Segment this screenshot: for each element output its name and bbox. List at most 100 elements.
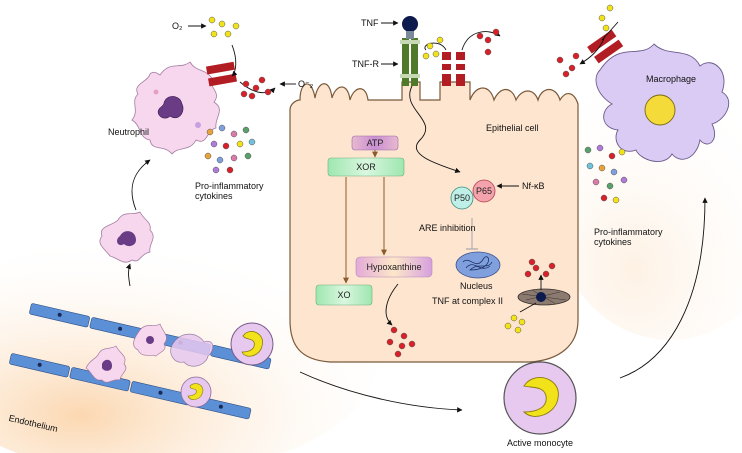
ros-particle bbox=[524, 270, 532, 278]
cytokine-dot bbox=[216, 156, 224, 164]
ros-particle bbox=[542, 270, 550, 278]
nfkb-label: Nf-κB bbox=[522, 181, 545, 191]
ros-particle bbox=[476, 32, 484, 40]
o2-molecule bbox=[224, 30, 232, 38]
cytokine-dot bbox=[212, 166, 220, 174]
o2-molecule bbox=[210, 30, 218, 38]
migrating-monocyte bbox=[170, 333, 214, 367]
macrophage-channel bbox=[587, 29, 624, 64]
macrophage-release-arrow bbox=[579, 35, 606, 65]
xor-label: XOR bbox=[356, 162, 376, 172]
neutrophil-granule bbox=[195, 122, 201, 128]
cytokine-dot bbox=[206, 128, 214, 136]
o2-molecule bbox=[518, 318, 526, 326]
o2-molecule bbox=[606, 4, 614, 12]
ros-particle bbox=[252, 84, 260, 92]
ros-particle bbox=[572, 52, 580, 60]
cytokine-dot bbox=[612, 196, 620, 204]
p50-subunit bbox=[450, 186, 474, 210]
macrophage-nucleus bbox=[644, 94, 676, 126]
cytokine-dot bbox=[244, 152, 252, 160]
o2-molecule bbox=[426, 42, 434, 50]
ros-particle bbox=[556, 56, 564, 64]
p50-label: P50 bbox=[453, 193, 470, 203]
ros-particle bbox=[484, 48, 492, 56]
tnf-label: TNF bbox=[361, 18, 379, 28]
cytokine-dot bbox=[226, 166, 234, 174]
xor-box bbox=[327, 157, 405, 177]
neutrophil-nucleus bbox=[157, 96, 184, 119]
active-monocyte bbox=[503, 361, 577, 435]
are-label: ARE inhibition bbox=[419, 223, 476, 233]
ros-particle bbox=[562, 70, 570, 78]
vessel-neutrophil-nucleus bbox=[102, 359, 112, 371]
epithelial-channel bbox=[440, 52, 467, 86]
flow-arrow-up bbox=[125, 263, 132, 287]
cytokine-dot bbox=[608, 152, 616, 160]
cytokine-dot bbox=[600, 194, 608, 202]
flow-arrow-to-monocyte bbox=[299, 371, 463, 413]
macrophage-label: Macrophage bbox=[646, 74, 697, 84]
ros-particle bbox=[264, 88, 272, 96]
nucleus bbox=[455, 251, 501, 279]
ros-particle bbox=[248, 92, 256, 100]
ros-particle bbox=[568, 64, 576, 72]
ros-particle bbox=[400, 332, 408, 340]
cytokine-dot bbox=[596, 144, 604, 152]
ros-particle bbox=[484, 36, 492, 44]
o2-molecule bbox=[208, 16, 216, 24]
hypoxanthine-to-ros bbox=[385, 283, 399, 326]
ros-particle bbox=[390, 326, 398, 334]
vessel-monocyte bbox=[180, 376, 212, 408]
cytokine-dot bbox=[230, 154, 238, 162]
o2-molecule bbox=[218, 20, 226, 28]
cytokine-dot bbox=[218, 124, 226, 132]
o2-molecule bbox=[510, 314, 518, 322]
cytokine-dot bbox=[606, 182, 614, 190]
cytokine-dot bbox=[242, 126, 250, 134]
signal-arrow bbox=[409, 85, 461, 173]
ros-particle bbox=[258, 76, 266, 84]
complex-arrow bbox=[519, 302, 537, 313]
monocyte-upper bbox=[230, 322, 274, 366]
ros-particle bbox=[394, 350, 402, 358]
ros-particle bbox=[240, 90, 248, 98]
neutrophil-granule-2 bbox=[153, 89, 159, 95]
particles bbox=[204, 4, 628, 358]
o2-molecule bbox=[504, 322, 512, 330]
o2-label: O₂ bbox=[172, 21, 183, 31]
cytokine-dot bbox=[204, 152, 212, 160]
epithelial-label: Epithelial cell bbox=[486, 123, 539, 133]
cytokine-dot bbox=[248, 138, 256, 146]
cytokine-dot bbox=[236, 140, 244, 148]
o2-molecule bbox=[602, 24, 610, 32]
macrophage-input-arrow bbox=[601, 21, 619, 41]
pro-inflam-right-label: Pro-inflammatory cytokines bbox=[594, 227, 663, 247]
hypoxanthine-label: Hypoxanthine bbox=[366, 262, 422, 272]
small-neutrophil-nucleus bbox=[117, 231, 136, 247]
complex-ii bbox=[517, 288, 571, 306]
pro-inflam-left-label: Pro-inflammatory cytokines bbox=[195, 181, 264, 201]
ros-particle bbox=[548, 262, 556, 270]
flow-arrow-to-neutrophil bbox=[131, 159, 151, 211]
tnf-receptor bbox=[400, 16, 420, 86]
o2-molecule bbox=[598, 14, 606, 22]
p65-label: P65 bbox=[475, 186, 492, 196]
o2-minus-label: O⁻₂ bbox=[298, 79, 314, 89]
cytokine-dot bbox=[592, 178, 600, 186]
ros-particle bbox=[492, 28, 500, 36]
o2-molecule bbox=[432, 50, 440, 58]
cytokine-dot bbox=[584, 146, 592, 154]
cytokine-dot bbox=[618, 148, 626, 156]
active-monocyte-label: Active monocyte bbox=[507, 438, 574, 448]
ros-particle bbox=[398, 342, 406, 350]
p65-subunit bbox=[472, 179, 496, 203]
cytokine-dot bbox=[222, 142, 230, 150]
o2-molecule bbox=[422, 52, 430, 60]
nucleus-label: Nucleus bbox=[460, 281, 493, 291]
o2-molecule bbox=[232, 22, 240, 30]
monocyte-upper-nucleus bbox=[241, 331, 264, 357]
flow-arrow-to-macrophage bbox=[619, 197, 708, 379]
